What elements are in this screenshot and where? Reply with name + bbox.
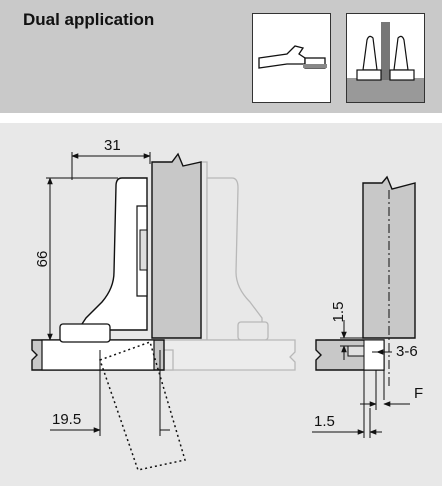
plate-edge (347, 345, 365, 357)
door-panel-right (362, 175, 416, 339)
hinge-cup-inner (139, 229, 148, 271)
thumb-top-view (346, 13, 425, 103)
dim-label-3-6: 3-6 (396, 343, 418, 360)
ghost-base (154, 339, 296, 371)
mounting-plate (41, 339, 155, 371)
header-bar: Dual application (0, 0, 442, 113)
hinge-pad (59, 323, 111, 343)
dim-label-f: F (414, 385, 423, 402)
page-title: Dual application (23, 10, 155, 29)
plate-strip (363, 339, 385, 371)
dim-label-1-5-bottom: 1.5 (314, 413, 335, 430)
dim-label-66: 66 (34, 251, 51, 268)
dim-label-1-5-top: 1.5 (330, 302, 347, 323)
thumb-side-view (252, 13, 331, 103)
hinge-arm (76, 177, 148, 331)
door-panel-left (151, 152, 202, 339)
door-swing-outline (99, 341, 186, 471)
dim-label-19-5: 19.5 (52, 411, 81, 428)
technical-drawing: 31 66 19.5 1.5 3-6 F (31, 137, 423, 471)
dim-label-31: 31 (104, 137, 121, 154)
ghost-hinge (200, 161, 269, 341)
drawing-panel: 31 66 19.5 1.5 3-6 F (0, 123, 442, 486)
